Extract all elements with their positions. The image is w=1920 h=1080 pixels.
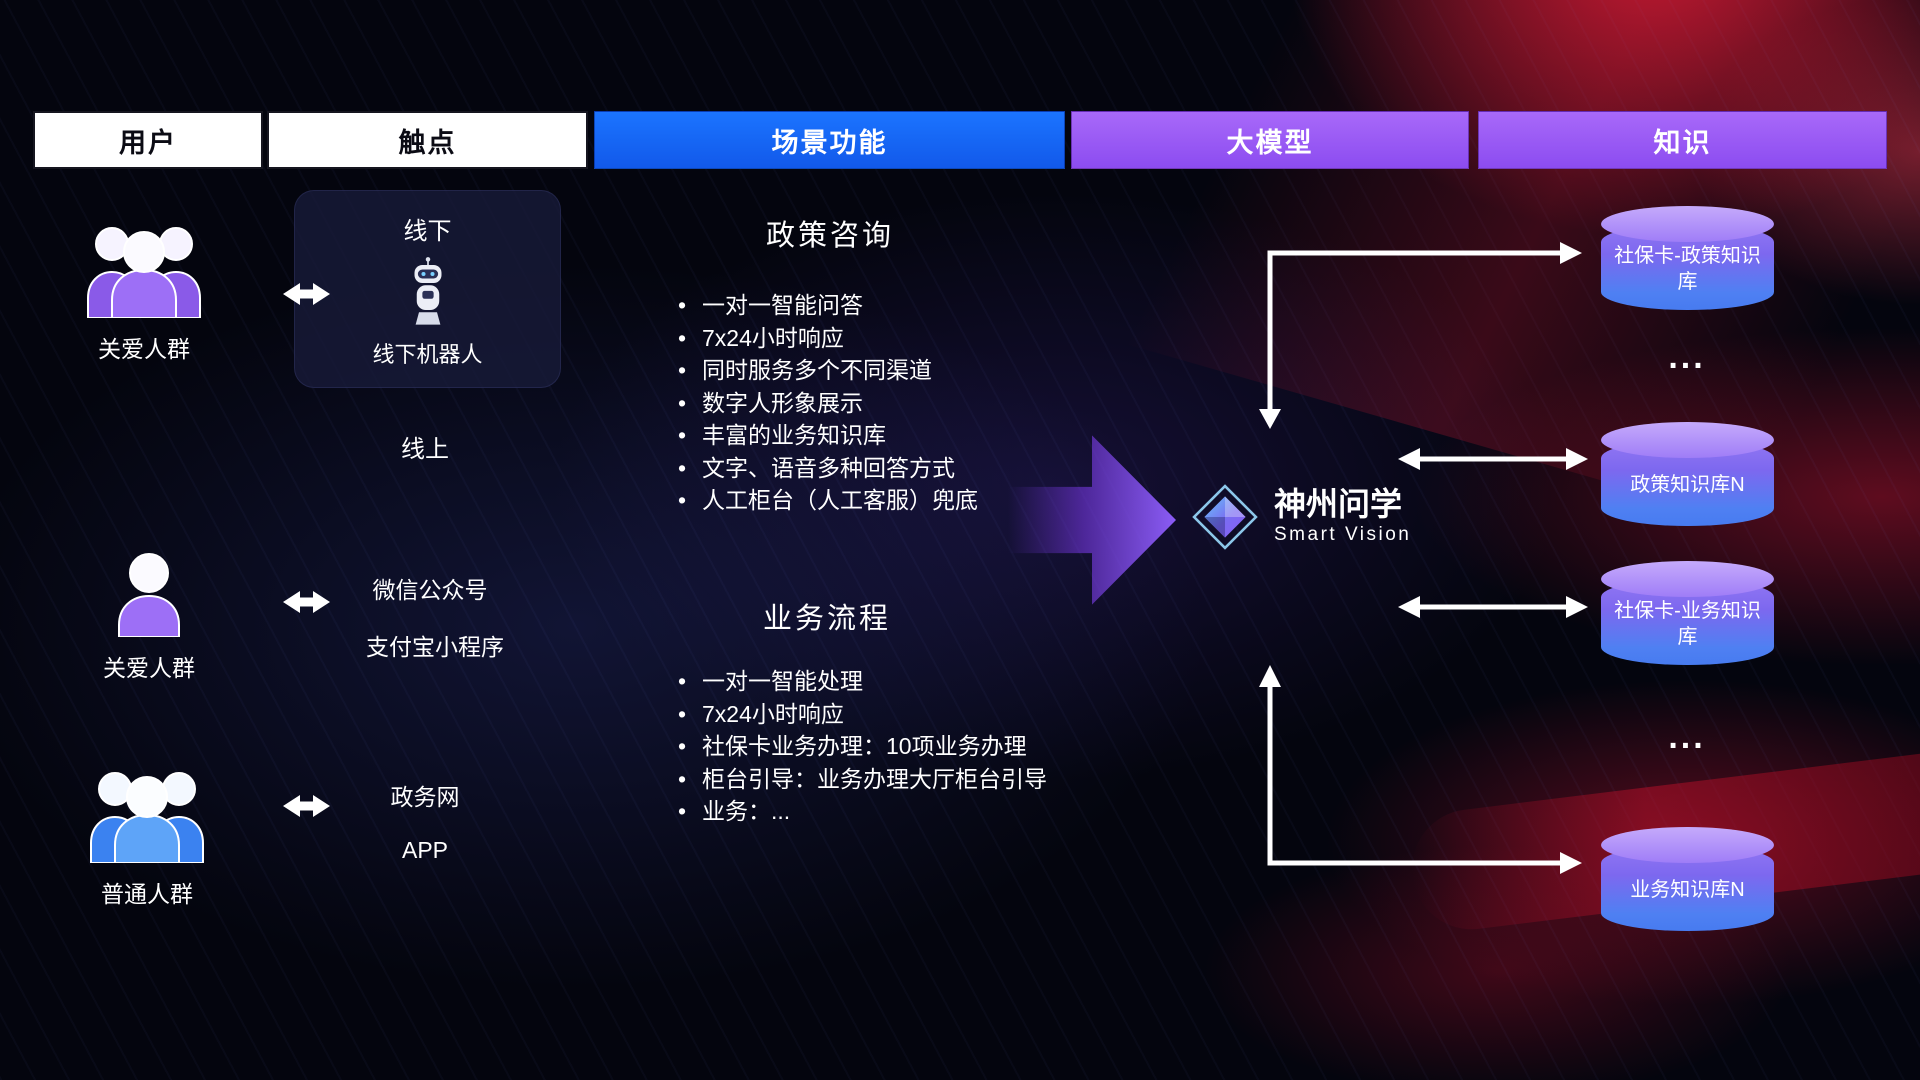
offline-robot-label: 线下机器人 (372, 342, 483, 367)
db-policy-social-card: 社保卡-政策知识库 (1601, 206, 1774, 310)
db-label: 社保卡-业务知识库 (1614, 600, 1761, 648)
column-header-users: 用户 (33, 111, 263, 169)
column-header-llm: 大模型 (1071, 111, 1469, 169)
policy-feature-list: 一对一智能问答 7x24小时响应 同时服务多个不同渠道 数字人形象展示 丰富的业… (676, 289, 978, 517)
model-top-db-arrow (1267, 250, 1560, 409)
feature-item: 数字人形象展示 (676, 387, 978, 420)
touchpoint-app: APP (401, 837, 449, 863)
db-policy-n: 政策知识库N (1601, 422, 1774, 526)
db-label: 政策知识库N (1630, 474, 1745, 496)
offline-title: 线下 (403, 218, 452, 245)
db-cylinder-top (1601, 206, 1774, 242)
feature-item: 业务：... (676, 795, 1047, 828)
model-db2-arrowheads (1398, 448, 1588, 470)
user-group-label: 关爱人群 (103, 655, 195, 681)
db-cylinder-top (1601, 422, 1774, 458)
db-business-n: 业务知识库N (1601, 827, 1774, 931)
user-group-label: 关爱人群 (98, 336, 190, 362)
user-person-care-2: 关爱人群 (74, 551, 224, 683)
db-label: 业务知识库N (1630, 879, 1745, 901)
model-bottom-db-arrow (1267, 685, 1560, 866)
smart-vision-logo: 神州问学 Smart Vision (1192, 484, 1411, 550)
policy-consult-title: 政策咨询 (765, 220, 895, 252)
user-group-label: 普通人群 (101, 881, 193, 907)
logo-text: 神州问学 Smart Vision (1274, 488, 1411, 546)
person-icon (118, 553, 180, 637)
column-header-knowledge: 知识 (1478, 111, 1887, 169)
db-cylinder-top (1601, 827, 1774, 863)
feature-item: 同时服务多个不同渠道 (676, 354, 978, 387)
user-group-care-1: 关爱人群 (69, 214, 219, 364)
people-group-icon (87, 227, 201, 318)
feature-item: 文字、语音多种回答方式 (676, 452, 978, 485)
offline-touchpoint-card: 线下 线下机器人 (294, 190, 561, 388)
flow-arrow (1008, 435, 1176, 605)
feature-item: 丰富的业务知识库 (676, 419, 978, 452)
db-cylinder-top (1601, 561, 1774, 597)
logo-name: 神州问学 (1274, 486, 1403, 523)
business-process-title: 业务流程 (762, 603, 892, 635)
knowledge-ellipsis: ... (1668, 718, 1706, 756)
touchpoint-alipay: 支付宝小程序 (366, 634, 504, 660)
touchpoint-gov-web: 政务网 (390, 784, 460, 810)
robot-icon (414, 256, 441, 325)
user-group-general: 普通人群 (72, 759, 222, 909)
feature-item: 柜台引导：业务办理大厅柜台引导 (676, 763, 1047, 796)
feature-item: 人工柜台（人工客服）兜底 (676, 484, 978, 517)
touchpoint-wechat: 微信公众号 (372, 577, 488, 603)
feature-item: 社保卡业务办理：10项业务办理 (676, 730, 1047, 763)
model-db3-arrowheads (1398, 596, 1588, 618)
feature-item: 一对一智能处理 (676, 665, 1047, 698)
column-header-scene-functions: 场景功能 (594, 111, 1065, 169)
knowledge-ellipsis: ... (1668, 338, 1706, 376)
people-group-icon (90, 772, 204, 863)
online-title: 线上 (401, 436, 449, 463)
business-feature-list: 一对一智能处理 7x24小时响应 社保卡业务办理：10项业务办理 柜台引导：业务… (676, 665, 1047, 828)
feature-item: 7x24小时响应 (676, 322, 978, 355)
db-label: 社保卡-政策知识库 (1614, 245, 1761, 293)
feature-item: 7x24小时响应 (676, 698, 1047, 731)
feature-item: 一对一智能问答 (676, 289, 978, 322)
column-header-touchpoints: 触点 (267, 111, 588, 169)
model-top-db-arrowheads (1259, 242, 1582, 429)
gem-logo-icon (1192, 484, 1258, 550)
logo-subtitle: Smart Vision (1274, 523, 1412, 545)
db-business-social-card: 社保卡-业务知识库 (1601, 561, 1774, 665)
model-bottom-db-arrowheads (1259, 665, 1582, 874)
